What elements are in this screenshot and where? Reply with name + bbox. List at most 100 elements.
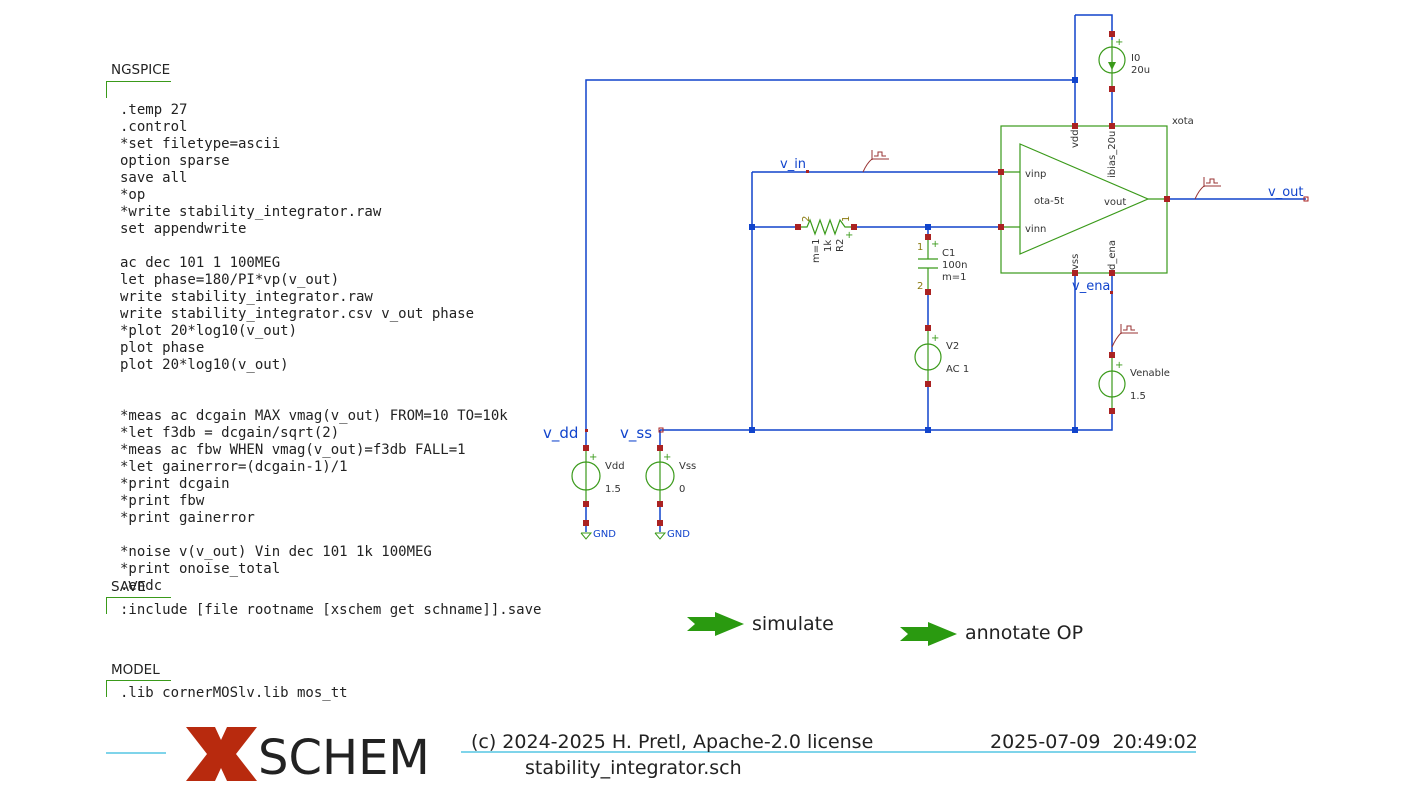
annotate-op-label[interactable]: annotate OP xyxy=(965,622,1084,644)
wire-vdd-top[interactable] xyxy=(585,79,1075,430)
wires xyxy=(585,14,1306,448)
ngspice-code-line: option sparse xyxy=(120,153,230,169)
ngspice-code-line: *let gainerror=(dcgain-1)/1 xyxy=(120,459,348,475)
pin xyxy=(1072,123,1078,129)
pin xyxy=(1109,270,1115,276)
resistor-r2[interactable]: 2 1 + m=1 1k R2 xyxy=(798,216,855,263)
pin-label-vinn: vinn xyxy=(1025,224,1046,235)
junction xyxy=(1072,77,1078,83)
voltage-source-vdd[interactable]: + Vdd 1.5 GND xyxy=(571,448,625,540)
gnd-label: GND xyxy=(593,529,616,540)
ota-cell-name: ota-5t xyxy=(1034,196,1064,207)
simulate-label[interactable]: simulate xyxy=(752,613,834,635)
pin xyxy=(925,325,931,331)
i0-name: I0 xyxy=(1131,53,1140,64)
net-label-v-out[interactable]: v_out xyxy=(1268,185,1303,200)
pin xyxy=(657,445,663,451)
plus-sign: + xyxy=(845,230,853,241)
pin xyxy=(657,501,663,507)
voltage-source-venable[interactable]: + Venable 1.5 xyxy=(1098,355,1170,411)
annotate-op-launcher[interactable]: annotate OP xyxy=(965,622,1083,644)
voltage-source-v2[interactable]: + V2 AC 1 xyxy=(914,328,969,384)
pin-label-ibias: ibias_20u xyxy=(1107,131,1118,178)
pin-label-vss: vss xyxy=(1070,254,1081,270)
junction xyxy=(1072,427,1078,433)
ngspice-code-line: *print fbw xyxy=(120,493,205,509)
v2-name: V2 xyxy=(946,341,959,352)
opamp-triangle-icon xyxy=(1019,143,1150,255)
r2-mult: m=1 xyxy=(811,239,822,263)
i0-value: 20u xyxy=(1131,65,1150,76)
pin xyxy=(998,224,1004,230)
junction xyxy=(925,224,931,230)
vss-name: Vss xyxy=(679,461,696,472)
simulate-launcher[interactable]: simulate xyxy=(752,613,834,635)
pin xyxy=(1303,196,1309,202)
resistor-icon xyxy=(798,218,855,236)
pin-label-ena: d_ena xyxy=(1107,240,1118,270)
gnd-label: GND xyxy=(667,529,690,540)
ngspice-code-line: set appendwrite xyxy=(120,221,247,237)
net-label-v-dd[interactable]: v_dd xyxy=(543,424,578,443)
vdd-name: Vdd xyxy=(605,461,625,472)
vss-value: 0 xyxy=(679,484,685,495)
net-label-v-ena[interactable]: v_ena xyxy=(1072,279,1110,294)
ground-icon xyxy=(580,532,593,540)
annotate-arrow-icon[interactable] xyxy=(900,622,957,646)
c1-pin1-label: 1 xyxy=(917,242,923,253)
ngspice-code-line: *plot 20*log10(v_out) xyxy=(120,323,298,339)
capacitor-c1[interactable]: 1 2 + C1 100n m=1 xyxy=(917,237,967,292)
pin xyxy=(998,169,1004,175)
datetime-text: 2025-07-09 20:49:02 xyxy=(990,731,1198,753)
pins xyxy=(583,31,1309,526)
xschem-logo-text: SCHEM xyxy=(258,730,430,786)
ngspice-code-line: plot phase xyxy=(120,340,205,356)
ngspice-code-line: *op xyxy=(120,187,146,203)
probe-vena[interactable] xyxy=(1111,324,1138,348)
pin xyxy=(585,429,588,432)
wire-vss[interactable] xyxy=(660,273,1113,431)
save-code-line: :include [file rootname [xschem get schn… xyxy=(120,602,542,618)
pin xyxy=(657,520,663,526)
net-label-v-in[interactable]: v_in xyxy=(780,157,806,172)
current-source-i0[interactable]: + I0 20u xyxy=(1098,37,1150,88)
junction xyxy=(749,224,755,230)
c1-name: C1 xyxy=(942,248,955,259)
copyright-text: (c) 2024-2025 H. Pretl, Apache-2.0 licen… xyxy=(471,731,874,753)
pin xyxy=(1110,291,1113,294)
pin xyxy=(925,234,931,240)
pin xyxy=(925,381,931,387)
r2-pin2-label: 2 xyxy=(801,216,812,222)
venable-name: Venable xyxy=(1130,368,1170,379)
pin xyxy=(583,501,589,507)
wire-vdd-ota[interactable] xyxy=(1074,14,1113,126)
probe-vin[interactable] xyxy=(862,150,889,173)
probe-icon xyxy=(1194,177,1221,200)
probe-vout[interactable] xyxy=(1194,177,1221,200)
pin xyxy=(1164,196,1170,202)
pin xyxy=(1109,408,1115,414)
model-code-line: .lib cornerMOSlv.lib mos_tt xyxy=(120,685,348,701)
ngspice-code-line: write stability_integrator.raw xyxy=(120,289,373,305)
ota-symbol[interactable]: xota vinp vinn ota-5t vout vdd ibias_20u… xyxy=(1000,116,1194,274)
c1-value: 100n xyxy=(942,260,967,271)
plus-sign: + xyxy=(931,239,939,250)
ngspice-code-line: let phase=180/PI*vp(v_out) xyxy=(120,272,340,288)
r2-pin1-label: 1 xyxy=(841,216,852,222)
c1-mult: m=1 xyxy=(942,272,966,283)
ngspice-code-line: *print dcgain xyxy=(120,476,230,492)
ngspice-block-title: NGSPICE xyxy=(111,62,171,78)
net-label-v-ss[interactable]: v_ss xyxy=(620,424,652,443)
pin xyxy=(583,520,589,526)
pin-label-vdd: vdd xyxy=(1070,129,1081,148)
pin xyxy=(925,289,931,295)
simulate-arrow-icon[interactable] xyxy=(687,612,744,636)
wire-vin[interactable] xyxy=(751,171,1001,430)
pin xyxy=(1109,86,1115,92)
pin-label-vinp: vinp xyxy=(1025,169,1046,180)
ngspice-block-corner xyxy=(106,81,171,98)
pin xyxy=(806,170,809,173)
voltage-source-vss[interactable]: + Vss 0 GND xyxy=(645,448,696,540)
plus-sign: + xyxy=(663,452,671,463)
